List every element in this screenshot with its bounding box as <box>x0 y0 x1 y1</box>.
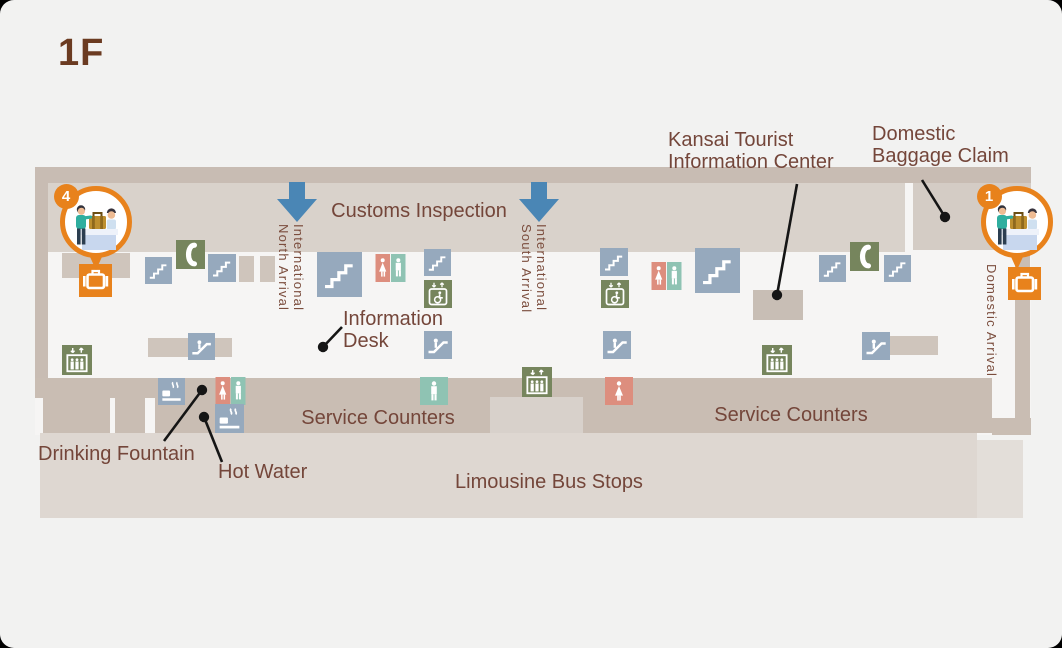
stairs-icon <box>424 249 451 276</box>
escalator-icon <box>188 333 215 360</box>
international-south-arrival-arrow <box>519 182 559 222</box>
accessible-elevator-icon <box>601 280 629 308</box>
page-title: 1F <box>58 32 105 74</box>
elevator-icon <box>762 345 792 375</box>
service-counters-right-label-line: Service Counters <box>714 404 868 426</box>
toilets-icon <box>651 262 682 290</box>
center-walkway-notch <box>490 397 583 433</box>
information-desk-label-line: Desk <box>343 330 389 352</box>
hot-water-label: Hot Water <box>218 461 307 483</box>
info-desk-marker-1-badge[interactable]: 1 <box>976 183 1002 209</box>
intl-south-arrival-label-line: South Arrival <box>519 224 534 314</box>
counter-block-small-2 <box>260 256 275 282</box>
stairs-icon-large <box>317 252 362 297</box>
info-desk-marker-1[interactable] <box>977 182 1057 274</box>
escalator-icon <box>862 332 890 360</box>
baggage-claim-icon <box>79 264 112 297</box>
service-counters-right-label: Service Counters <box>714 404 867 426</box>
intl-north-arrival-label-line: North Arrival <box>276 224 291 312</box>
kansai-info-center-block <box>753 290 803 320</box>
accessible-elevator-icon <box>424 280 452 308</box>
stairs-icon <box>208 254 236 282</box>
womens-toilet-icon <box>605 377 633 405</box>
limousine-bus-area-right <box>977 440 1023 518</box>
hot-water-icon <box>215 404 244 433</box>
customs-inspection-label-line: Customs Inspection <box>331 200 507 222</box>
domestic-corridor-wall-h <box>992 418 1031 435</box>
customs-inspection-label: Customs Inspection <box>331 200 507 222</box>
kansai-tourist-info-label-line: Kansai Tourist <box>668 129 794 151</box>
toilets-icon <box>215 377 246 405</box>
service-counters-band-top <box>35 378 992 398</box>
domestic-baggage-claim-label-line: Domestic <box>872 123 956 145</box>
domestic-baggage-claim-label-line: Baggage Claim <box>872 145 1009 167</box>
mens-toilet-icon <box>420 377 448 405</box>
drinking-fountain-label: Drinking Fountain <box>38 443 195 465</box>
drinking-fountain-label-line: Drinking Fountain <box>38 443 195 465</box>
counter-block-small-1 <box>239 256 254 282</box>
kansai-tourist-info-label-line: Information Center <box>668 151 834 173</box>
stairs-icon <box>145 257 172 284</box>
baggage-claim-icon <box>1008 267 1041 300</box>
intl-north-arrival-label-line: International <box>291 224 306 312</box>
international-north-arrival-arrow <box>277 182 317 222</box>
service-bay-2 <box>115 398 145 435</box>
info-desk-marker-4-badge[interactable]: 4 <box>53 183 79 209</box>
stairs-icon <box>884 255 911 282</box>
toilets-icon <box>375 254 406 282</box>
hot-water-label-line: Hot Water <box>218 461 308 483</box>
escalator-icon <box>424 331 452 359</box>
elevator-icon <box>522 367 552 397</box>
domestic-arrival-label-line: Domestic Arrival <box>984 264 999 378</box>
limousine-bus-stops-label-line: Limousine Bus Stops <box>455 471 643 493</box>
stairs-icon <box>819 255 846 282</box>
info-desk-marker-4[interactable] <box>56 182 136 274</box>
phone-icon <box>850 242 879 271</box>
service-counters-left-label-line: Service Counters <box>301 407 455 429</box>
stairs-icon <box>600 248 628 276</box>
service-bay-1 <box>43 398 110 435</box>
domestic-arrival-label: Domestic Arrival <box>984 264 999 377</box>
elevator-icon <box>62 345 92 375</box>
service-counters-left-label: Service Counters <box>301 407 454 429</box>
limousine-bus-area <box>40 433 977 518</box>
stairs-icon-large <box>695 248 740 293</box>
escalator-icon <box>603 331 631 359</box>
drinking-fountain-icon <box>158 378 185 405</box>
information-desk-label-line: Information <box>343 308 444 330</box>
limousine-bus-stops-label: Limousine Bus Stops <box>455 471 643 493</box>
intl-south-arrival-label-line: International <box>534 224 549 312</box>
top-wall <box>35 167 1031 183</box>
phone-icon <box>176 240 205 269</box>
escalator-bar-right <box>890 336 938 355</box>
left-wall <box>35 167 48 398</box>
